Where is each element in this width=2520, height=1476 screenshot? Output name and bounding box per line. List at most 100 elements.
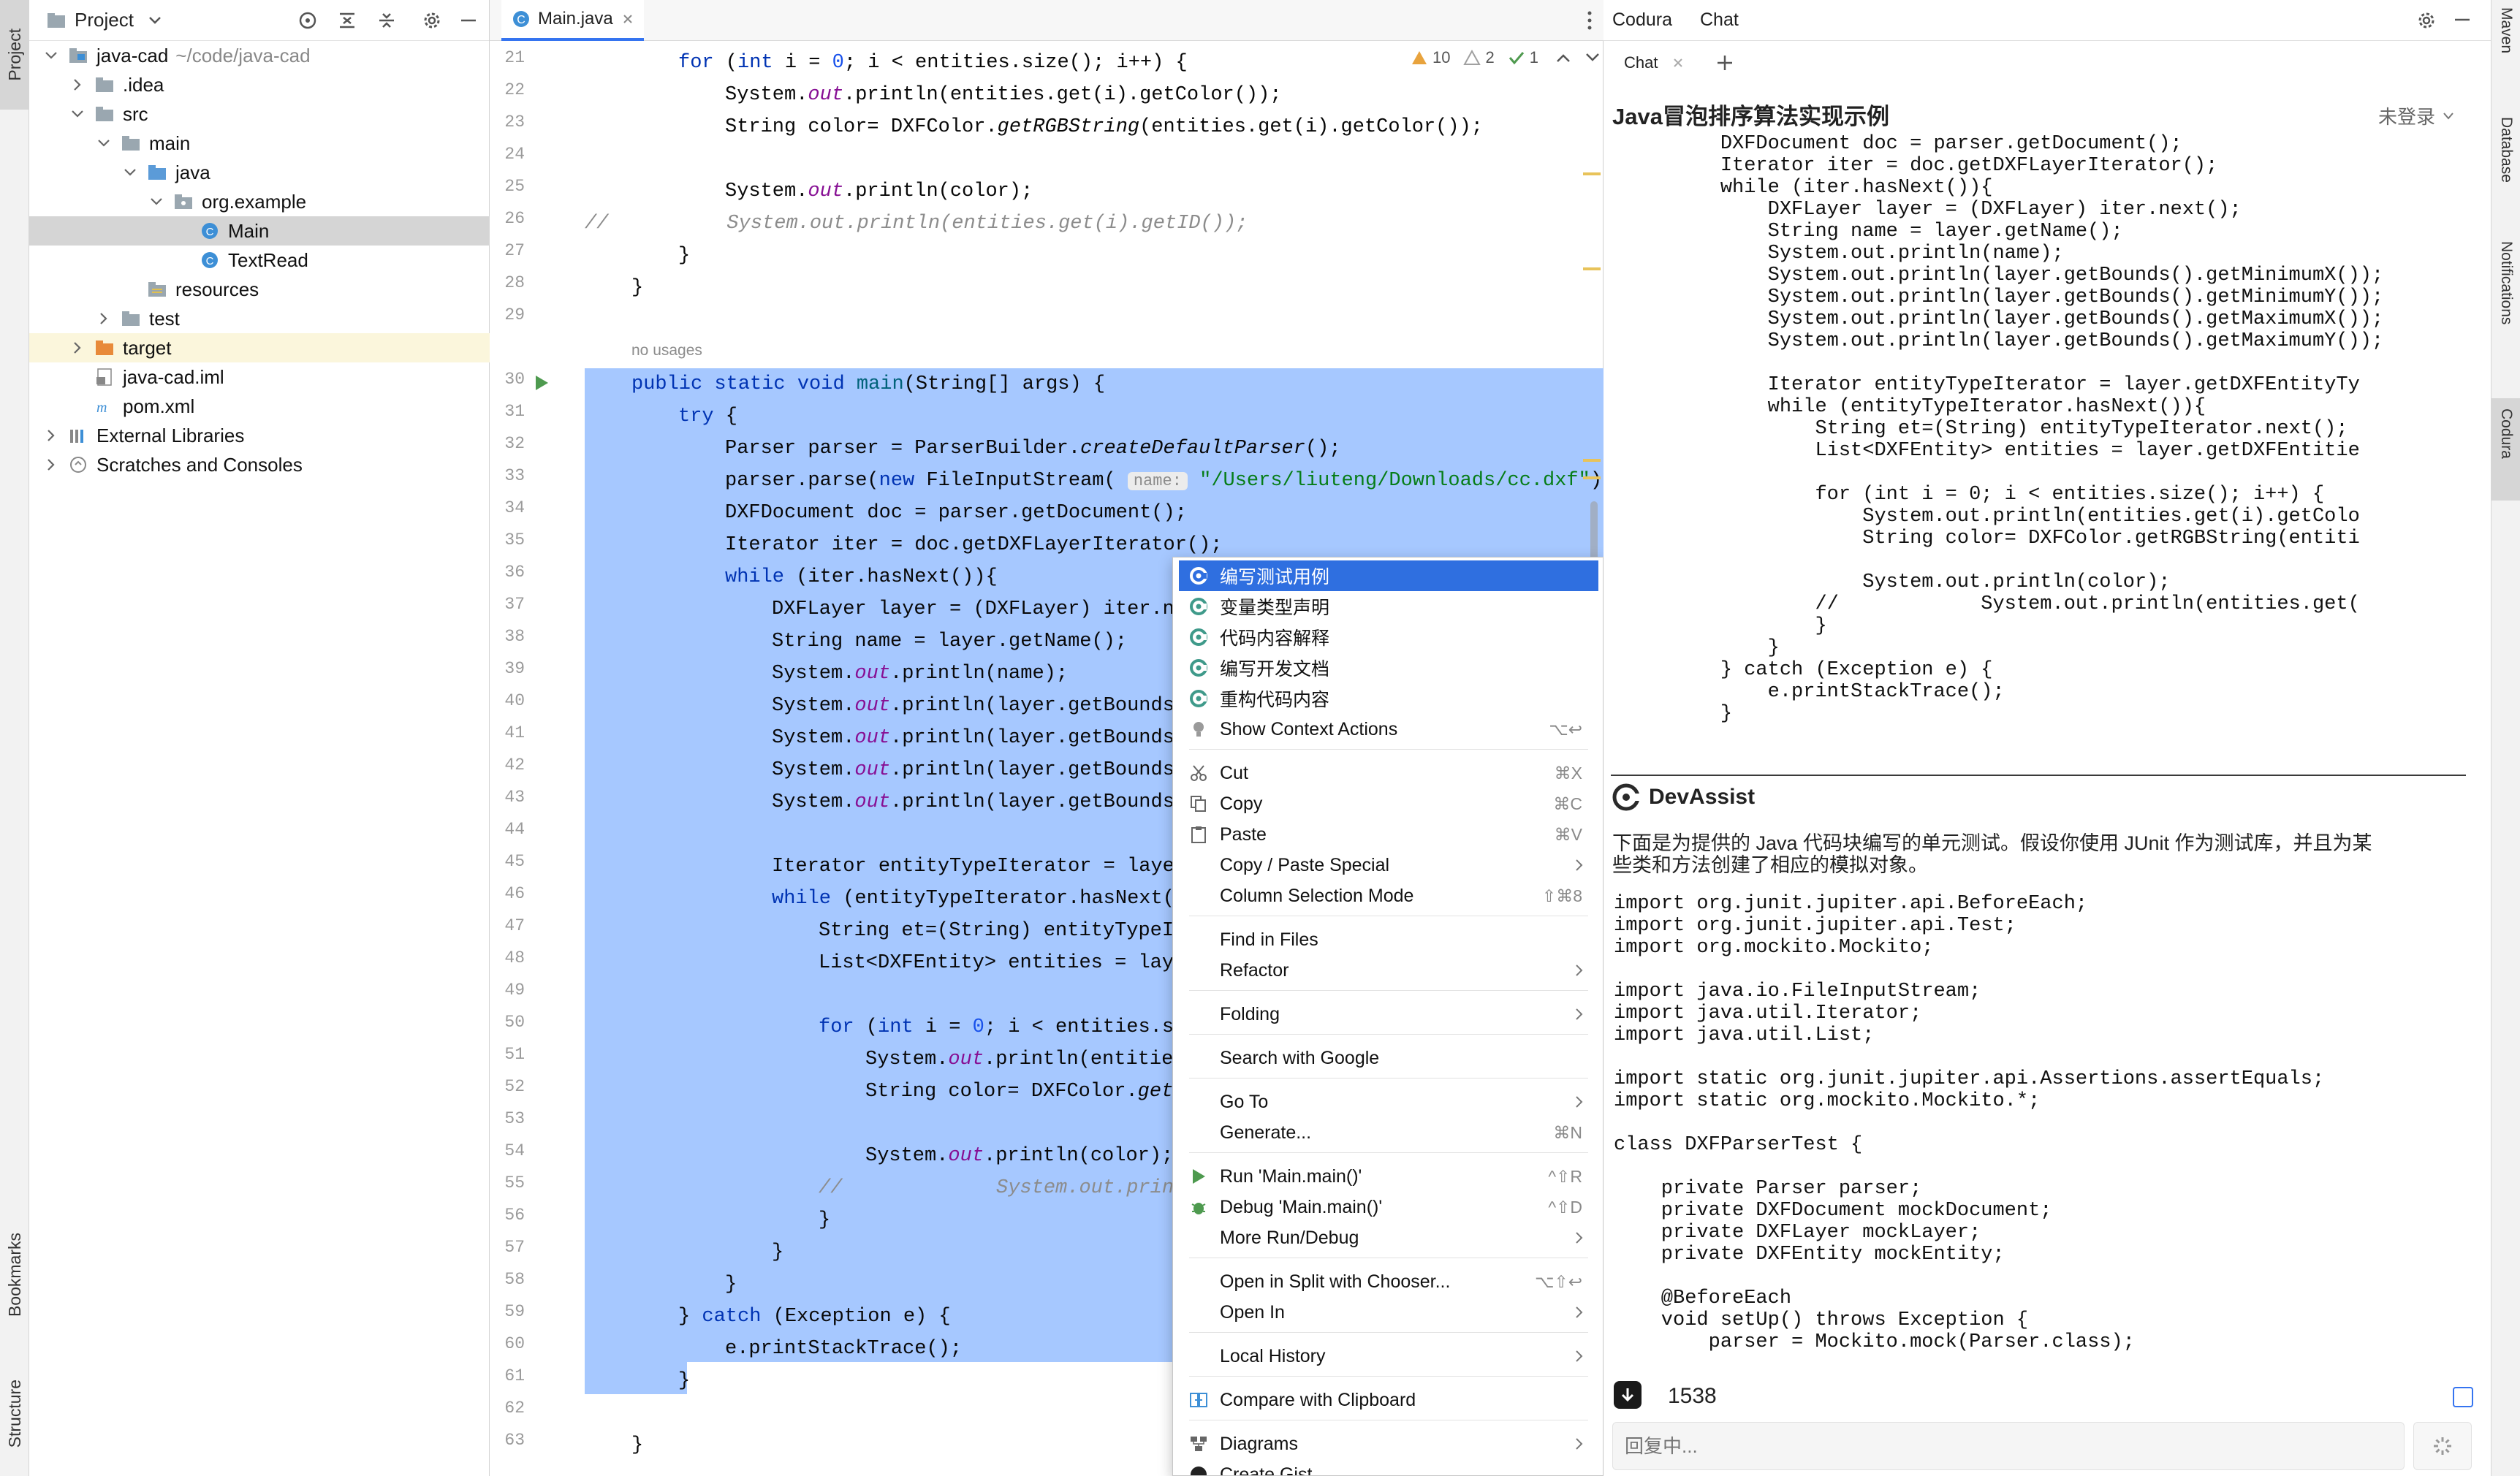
tree-item-resources[interactable]: resources <box>29 275 490 304</box>
inspections-widget[interactable]: 10 2 1 <box>1411 48 1600 67</box>
tree-item-src[interactable]: src <box>29 99 490 129</box>
close-icon[interactable] <box>622 13 634 25</box>
tree-item-label: org.example <box>202 190 307 213</box>
menu-item-label: Column Selection Mode <box>1220 885 1414 906</box>
menu-item-find-in-files[interactable]: Find in Files <box>1179 924 1598 955</box>
tree-item-java-cad-iml[interactable]: java-cad.iml <box>29 362 490 392</box>
line-number: 62 <box>504 1399 525 1418</box>
gear-icon[interactable] <box>421 9 443 31</box>
menu-item-codura-action-1[interactable]: 编写测试用例 <box>1179 560 1598 591</box>
menu-item-copy[interactable]: Copy⌘C <box>1179 788 1598 819</box>
structure-tool-tab[interactable]: Structure <box>0 1359 29 1469</box>
menu-item-label: Compare with Clipboard <box>1220 1389 1416 1410</box>
menu-item-refactor[interactable]: Refactor <box>1179 955 1598 986</box>
menu-item-debug-main-main[interactable]: Debug 'Main.main()'^⇧D <box>1179 1192 1598 1222</box>
code-line: } <box>819 1209 831 1231</box>
select-checkbox[interactable] <box>2453 1387 2473 1407</box>
database-tool-tab[interactable]: Database <box>2491 117 2520 227</box>
chevron-down-icon[interactable] <box>148 16 162 25</box>
menu-item-generate[interactable]: Generate...⌘N <box>1179 1117 1598 1148</box>
tab-main-java[interactable]: C Main.java <box>501 0 644 41</box>
login-status[interactable]: 未登录 <box>2378 102 2454 129</box>
menu-item-label: Find in Files <box>1220 929 1318 950</box>
menu-item-diagrams[interactable]: Diagrams <box>1179 1429 1598 1459</box>
send-button[interactable] <box>2413 1422 2472 1470</box>
close-icon[interactable] <box>1672 57 1684 69</box>
menu-separator <box>1189 1376 1588 1377</box>
menu-item-codura-action-5[interactable]: 重构代码内容 <box>1179 683 1598 714</box>
chevron-right-icon <box>1574 1437 1584 1450</box>
code-line: try { <box>678 406 738 427</box>
tree-item-external-libraries[interactable]: External Libraries <box>29 421 490 450</box>
tab-codura[interactable]: Codura <box>1612 9 1672 30</box>
menu-item-local-history[interactable]: Local History <box>1179 1341 1598 1372</box>
gear-icon[interactable] <box>2416 10 2437 31</box>
code-line: } <box>631 1434 644 1456</box>
menu-item-folding[interactable]: Folding <box>1179 999 1598 1030</box>
menu-item-show-context-actions[interactable]: Show Context Actions⌥↩ <box>1179 714 1598 745</box>
notifications-tool-tab[interactable]: Notifications <box>2491 241 2520 387</box>
menu-item-run-main-main[interactable]: Run 'Main.main()'^⇧R <box>1179 1161 1598 1192</box>
selection-highlight-end <box>585 1362 687 1394</box>
tree-item-java-cad[interactable]: java-cad ~/code/java-cad <box>29 41 490 70</box>
scroll-down-button[interactable] <box>1614 1381 1642 1409</box>
project-tool-tab[interactable]: Project <box>0 0 29 110</box>
chevron-right-icon <box>1574 1350 1584 1363</box>
menu-item-more-run-debug[interactable]: More Run/Debug <box>1179 1222 1598 1253</box>
tree-item-scratches-and-consoles[interactable]: Scratches and Consoles <box>29 450 490 479</box>
chat-input[interactable] <box>1612 1422 2405 1470</box>
minimize-icon[interactable] <box>2453 10 2472 29</box>
locate-icon[interactable] <box>297 9 319 31</box>
menu-item-copy-paste-special[interactable]: Copy / Paste Special <box>1179 850 1598 880</box>
line-number: 26 <box>504 209 525 228</box>
run-gutter-icon[interactable] <box>534 374 550 392</box>
project-panel-title[interactable]: Project <box>75 9 134 31</box>
menu-item-open-in[interactable]: Open In <box>1179 1297 1598 1328</box>
more-icon[interactable] <box>1586 10 1593 31</box>
code-line: System.out.println(color); <box>725 180 1033 202</box>
menu-item-compare-with-clipboard[interactable]: Compare with Clipboard <box>1179 1385 1598 1415</box>
code-line: // System.out.println(entities.get(i).ge… <box>585 213 1248 235</box>
menu-item-go-to[interactable]: Go To <box>1179 1087 1598 1117</box>
tab-chat[interactable]: Chat <box>1700 9 1739 30</box>
menu-item-codura-action-4[interactable]: 编写开发文档 <box>1179 653 1598 683</box>
collapse-all-icon[interactable] <box>376 9 398 31</box>
lightbulb-icon <box>1189 720 1208 739</box>
menu-item-open-in-split-with-chooser[interactable]: Open in Split with Chooser...⌥⇧↩ <box>1179 1266 1598 1297</box>
resources-folder-icon <box>148 281 168 298</box>
run-icon <box>1189 1167 1208 1186</box>
menu-item-paste[interactable]: Paste⌘V <box>1179 819 1598 850</box>
add-icon[interactable] <box>1716 54 1734 72</box>
menu-item-column-selection-mode[interactable]: Column Selection Mode⇧⌘8 <box>1179 880 1598 911</box>
chevron-up-icon[interactable] <box>1556 53 1571 63</box>
tree-item-test[interactable]: test <box>29 304 490 333</box>
tree-item-main[interactable]: main <box>29 129 490 158</box>
menu-item-codura-action-2[interactable]: 变量类型声明 <box>1179 591 1598 622</box>
expand-all-icon[interactable] <box>336 9 358 31</box>
login-status-label: 未登录 <box>2377 106 2435 128</box>
chevron-down-icon[interactable] <box>1585 53 1600 63</box>
menu-item-codura-action-3[interactable]: 代码内容解释 <box>1179 622 1598 653</box>
tree-item-java[interactable]: java <box>29 158 490 187</box>
scrollbar-thumb[interactable] <box>1590 501 1598 596</box>
bookmarks-tool-tab[interactable]: Bookmarks <box>0 1213 29 1337</box>
chevron-right-icon <box>1574 1095 1584 1108</box>
codura-tool-tab[interactable]: Codura <box>2491 398 2520 501</box>
minimize-icon[interactable] <box>459 11 478 30</box>
tree-item-idea[interactable]: .idea <box>29 70 490 99</box>
menu-item-search-with-google[interactable]: Search with Google <box>1179 1043 1598 1073</box>
left-tool-strip: Project Bookmarks Structure <box>0 0 29 1476</box>
chevron-right-icon <box>1574 859 1584 872</box>
tree-item-org-example[interactable]: org.example <box>29 187 490 216</box>
maven-tool-tab[interactable]: Maven <box>2491 7 2520 102</box>
codura-icon <box>1189 658 1208 677</box>
line-number: 31 <box>504 402 525 421</box>
tree-item-target[interactable]: target <box>29 333 490 362</box>
menu-item-create-gist[interactable]: Create Gist... <box>1179 1459 1598 1475</box>
menu-item-cut[interactable]: Cut⌘X <box>1179 758 1598 788</box>
line-number: 30 <box>504 370 525 389</box>
chat-session-tab[interactable]: Chat <box>1624 53 1684 72</box>
